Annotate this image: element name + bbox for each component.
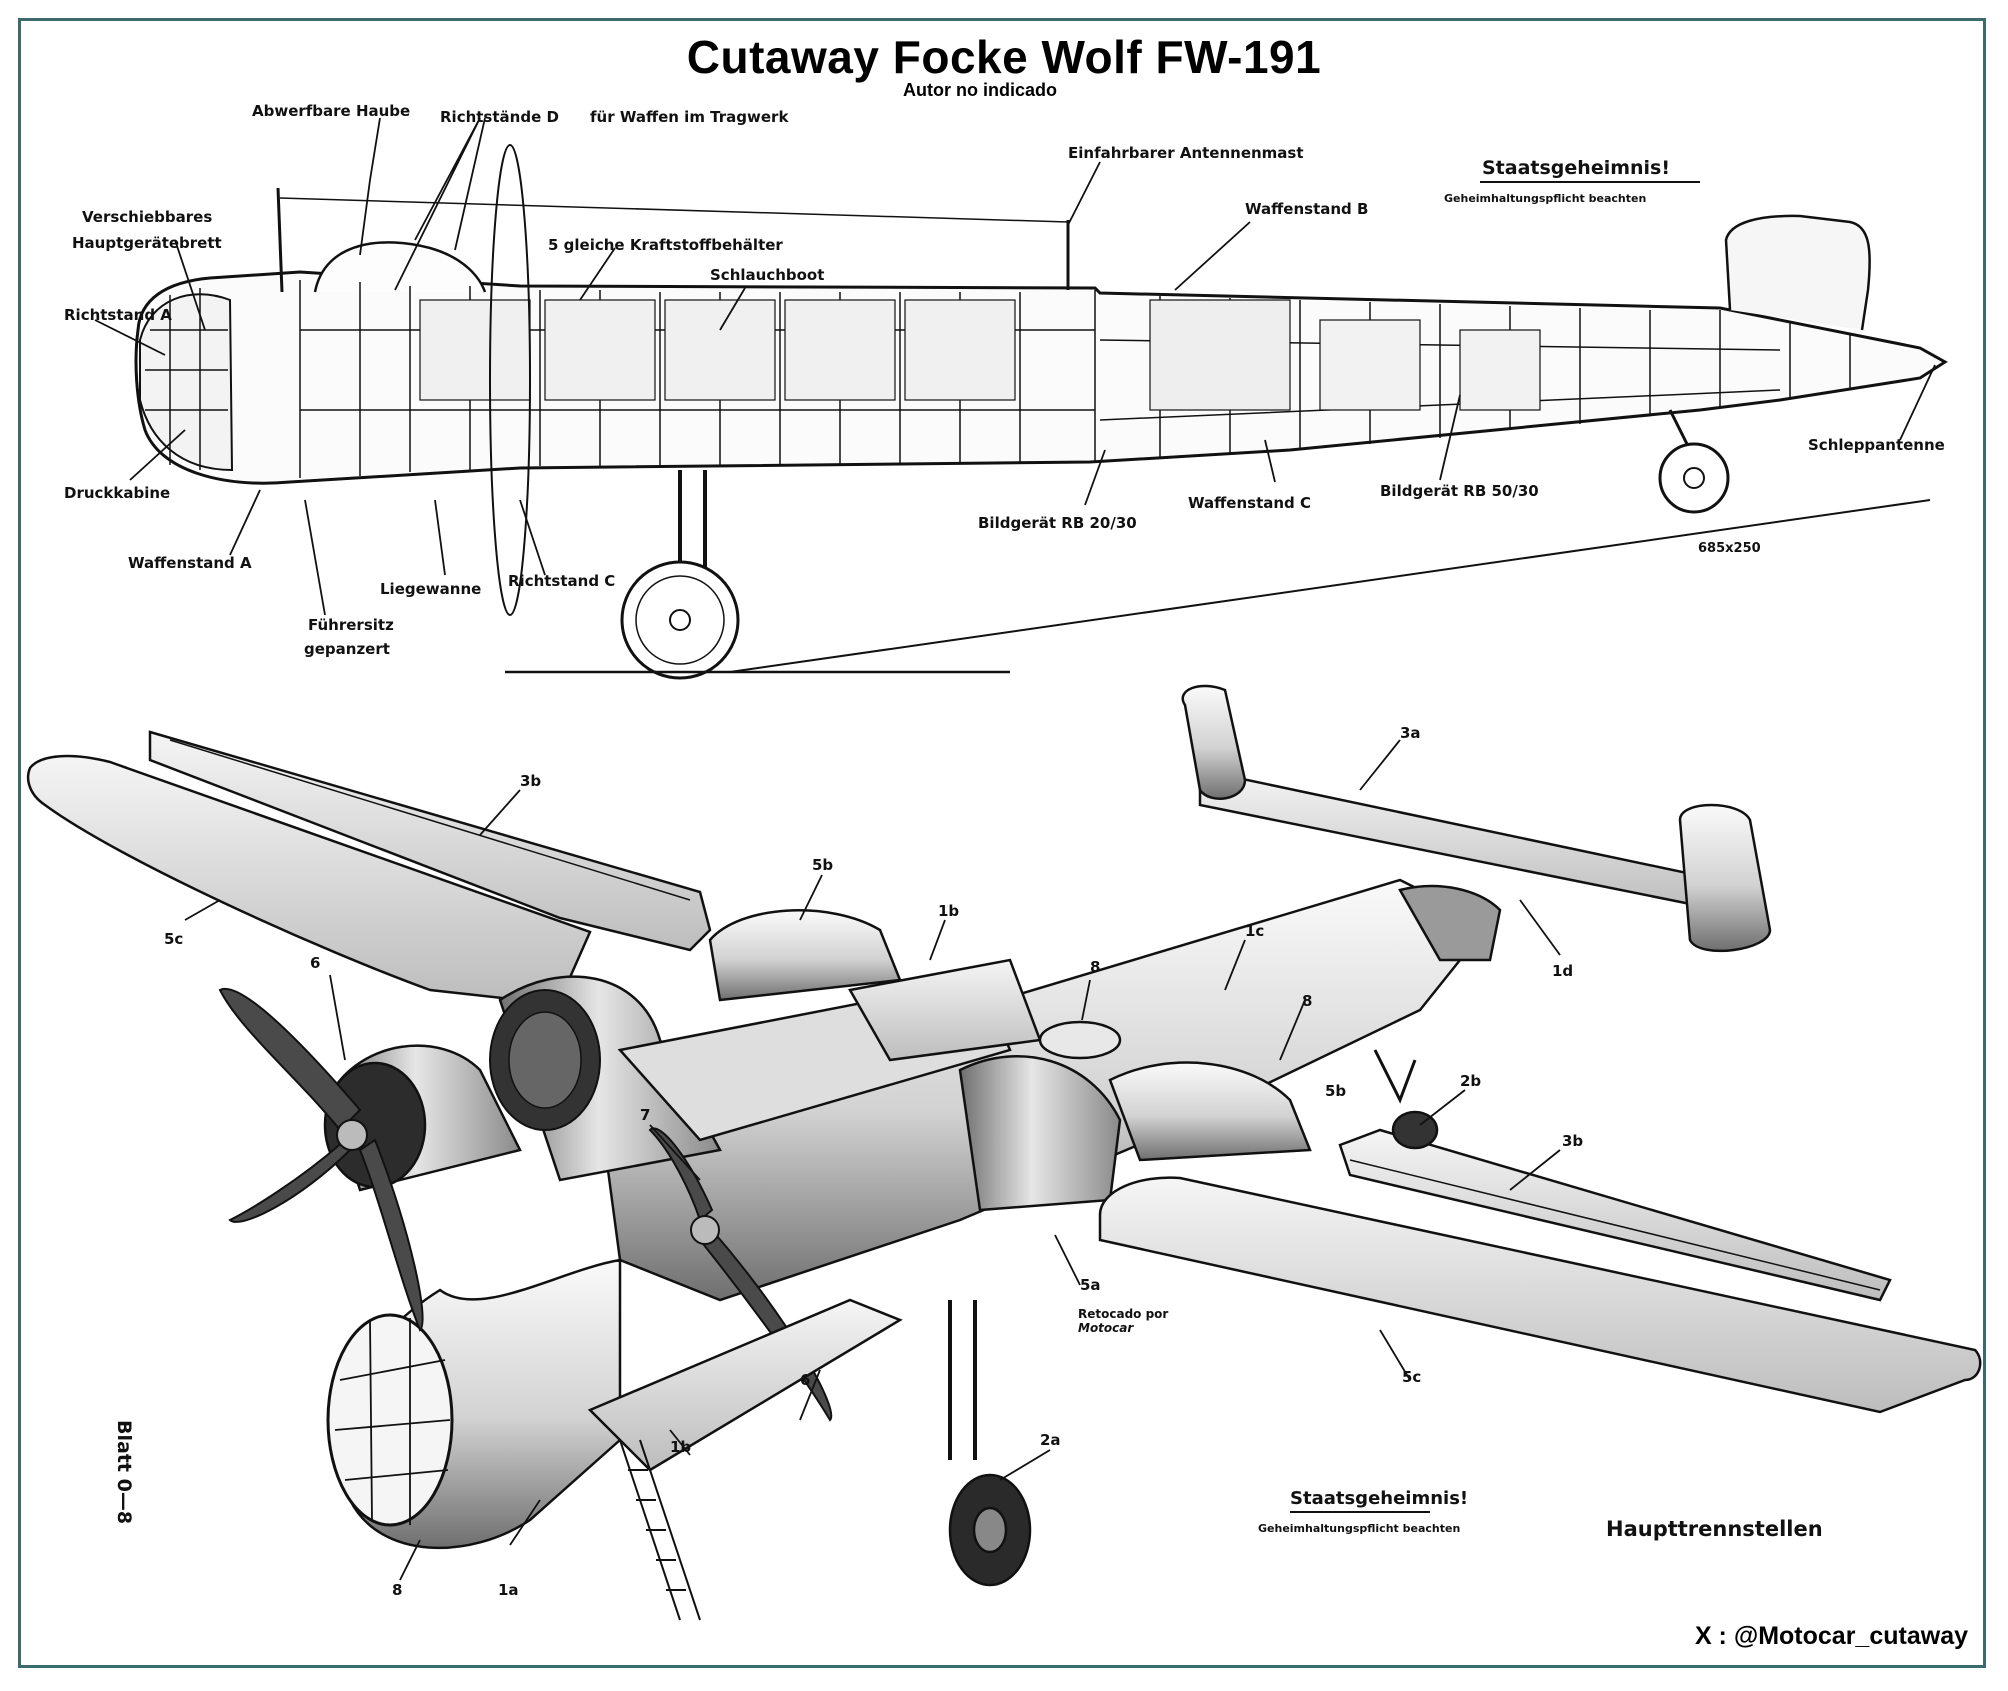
ladder <box>619 1439 701 1621</box>
label-antennenmast: Einfahrbarer Antennenmast <box>1068 144 1304 162</box>
label-fuehrersitz: Führersitz <box>308 616 394 634</box>
tail-landing-gear <box>1658 409 1730 514</box>
label-haupttrennstellen: Haupttrennstellen <box>1606 1517 1823 1541</box>
label-waffenstand-b: Waffenstand B <box>1245 200 1368 218</box>
right-flap <box>1338 1128 1892 1302</box>
label-schleppantenne: Schleppantenne <box>1808 436 1945 454</box>
label-abwerfbare-haube: Abwerfbare Haube <box>252 102 410 120</box>
trailing-line <box>729 499 1931 673</box>
exploded-view-labels: 3a 3b 3b 5b 5b 1b 1b 1c 1d 1a 2a 2b 5a 5… <box>113 724 1823 1599</box>
label-3b-right: 3b <box>1562 1132 1583 1150</box>
belly-panel <box>587 1298 903 1472</box>
side-view-labels: Abwerfbare Haube Richtstände D für Waffe… <box>64 102 1945 658</box>
label-5b-right: 5b <box>1325 1082 1346 1100</box>
label-schlauchboot: Schlauchboot <box>710 266 824 284</box>
right-fin <box>1678 803 1772 953</box>
label-6-bottom: 6 <box>800 1371 810 1389</box>
antenna-wire <box>279 197 1069 223</box>
centre-propeller <box>648 1127 833 1422</box>
tail-cone <box>1398 884 1502 962</box>
label-gepanzert: gepanzert <box>304 640 390 658</box>
label-3b-top: 3b <box>520 772 541 790</box>
page-frame <box>18 18 1986 1668</box>
label-druckkabine: Druckkabine <box>64 484 170 502</box>
label-kraftstoff: 5 gleiche Kraftstoffbehälter <box>548 236 783 254</box>
label-1b-bottom: 1b <box>670 1438 691 1456</box>
label-2a: 2a <box>1040 1431 1061 1449</box>
label-waffenstand-a: Waffenstand A <box>128 554 252 572</box>
label-bildgeraet-5030: Bildgerät RB 50/30 <box>1380 482 1539 500</box>
label-richtstaende-d: Richtstände D <box>440 108 559 126</box>
label-3a: 3a <box>1400 724 1421 742</box>
label-5c-left: 5c <box>164 930 183 948</box>
canopy-bubble <box>313 241 487 293</box>
label-richtstand-c: Richtstand C <box>508 572 615 590</box>
label-7: 7 <box>640 1106 650 1124</box>
label-tire-size: 685x250 <box>1698 541 1761 556</box>
label-5c-right: 5c <box>1402 1368 1421 1386</box>
left-outer-wing <box>26 754 592 1002</box>
label-8-a: 8 <box>1090 958 1100 976</box>
main-gear-exploded <box>948 1300 1032 1587</box>
author-handle: X : @Motocar_cutaway <box>1694 1622 1968 1650</box>
label-1b-top: 1b <box>938 902 959 920</box>
right-outer-wing <box>1098 1176 1982 1414</box>
left-propeller <box>218 987 424 1332</box>
upper-cowl <box>708 909 902 1002</box>
label-1c: 1c <box>1245 922 1264 940</box>
fuel-tanks <box>419 299 1541 411</box>
label-1a: 1a <box>498 1581 519 1599</box>
page-subtitle: Autor no indicado <box>903 80 1057 100</box>
label-8-c: 8 <box>392 1581 402 1599</box>
exploded-leader-lines <box>184 739 1561 1581</box>
label-richtstand-a: Richtstand A <box>64 306 172 324</box>
label-waffenstand-c: Waffenstand C <box>1188 494 1311 512</box>
label-verschiebbares: Verschiebbares <box>82 208 212 226</box>
label-blatt: Blatt 0—8 <box>113 1420 135 1524</box>
nose-glazing <box>139 293 234 472</box>
label-hauptgeraetebrett: Hauptgerätebrett <box>72 234 222 252</box>
label-5a: 5a <box>1080 1276 1101 1294</box>
page-title: Cutaway Focke Wolf FW-191 <box>686 31 1322 83</box>
left-fin <box>1181 684 1247 800</box>
stamp-sub-bottom: Geheimhaltungspflicht beachten <box>1258 1522 1460 1535</box>
label-5b-top: 5b <box>812 856 833 874</box>
label-6-left: 6 <box>310 954 320 972</box>
label-fuer-waffen: für Waffen im Tragwerk <box>590 108 789 126</box>
leader-lines <box>94 117 1936 616</box>
nose-glazing-frame <box>326 1313 454 1527</box>
left-engine-nacelle <box>489 975 722 1182</box>
label-2b: 2b <box>1460 1072 1481 1090</box>
label-1d: 1d <box>1552 962 1573 980</box>
label-8-b: 8 <box>1302 992 1312 1010</box>
exploded-view <box>26 684 1982 1621</box>
label-liegewanne: Liegewanne <box>380 580 481 598</box>
stamp-sub-top: Geheimhaltungspflicht beachten <box>1444 192 1646 205</box>
stamp-title-top: Staatsgeheimnis! <box>1482 157 1670 179</box>
main-landing-gear <box>620 470 740 680</box>
stamp-title-bottom: Staatsgeheimnis! <box>1290 1488 1468 1509</box>
side-view <box>94 117 1948 680</box>
right-engine-nacelle <box>958 1055 1312 1212</box>
dorsal-turret <box>1038 1020 1122 1060</box>
label-motocar: Motocar <box>1078 1321 1134 1335</box>
left-flap <box>148 730 712 952</box>
vertical-tail <box>1724 214 1871 331</box>
label-retocado: Retocado por <box>1078 1307 1168 1321</box>
propeller-disc <box>489 144 531 616</box>
label-bildgeraet-2030: Bildgerät RB 20/30 <box>978 514 1137 532</box>
